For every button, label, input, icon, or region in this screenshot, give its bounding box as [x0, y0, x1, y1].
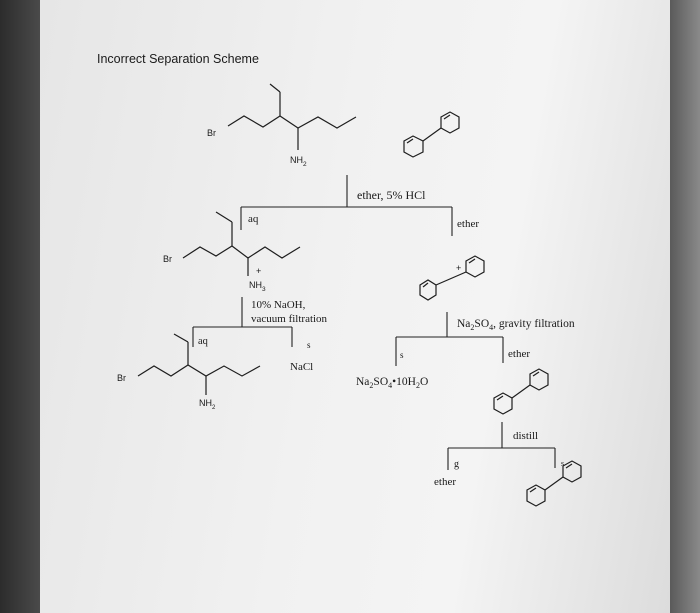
layer-label-ether-2: ether: [508, 348, 530, 360]
reagent-distill: distill: [513, 430, 538, 442]
amine-label: NH2: [290, 155, 307, 168]
reagent-naoh-line1: 10% NaOH,: [251, 299, 306, 311]
biphenyl-molecule-top: [403, 111, 460, 158]
bromine-label: Br: [207, 128, 216, 138]
reagent-naoh-line2: vacuum filtration: [251, 313, 328, 325]
bromine-label: Br: [163, 254, 172, 264]
biphenyl-molecule-final: [526, 460, 582, 507]
ammonium-molecule: Br + NH3: [163, 211, 301, 293]
amine-label: NH2: [199, 398, 216, 411]
product-nacl: NaCl: [290, 361, 313, 373]
biphenyl-molecule-dried: [493, 368, 549, 415]
reagent-ether-hcl: ether, 5% HCl: [357, 188, 426, 202]
layer-label-aq-1: aq: [248, 213, 259, 225]
layer-label-aq-2: aq: [198, 336, 209, 347]
positive-charge-label: +: [256, 266, 261, 276]
desk-background-right: [670, 0, 700, 613]
fraction-ether: ether: [434, 476, 456, 488]
bromine-label: Br: [117, 373, 126, 383]
layer-label-ether-1: ether: [457, 218, 479, 230]
product-hydrate: Na2SO4•10H2O: [356, 376, 428, 390]
fraction-label-gas: g: [454, 459, 459, 470]
biphenyl-molecule-middle: +: [419, 255, 485, 301]
layer-label-solid-2: s: [400, 350, 404, 360]
scheme-title: Incorrect Separation Scheme: [97, 52, 259, 66]
positive-charge-label: +: [456, 263, 461, 273]
amine-molecule-bottom: Br NH2: [117, 333, 261, 411]
layer-label-solid-1: s: [307, 340, 311, 350]
fraction-label-solid: s: [561, 459, 564, 468]
desk-background-left: [0, 0, 40, 613]
reagent-na2so4: Na2SO4, gravity filtration: [457, 318, 575, 332]
amine-molecule-top: Br NH2: [207, 83, 357, 168]
worksheet-paper: [40, 0, 670, 613]
ammonium-label: NH3: [249, 280, 266, 293]
